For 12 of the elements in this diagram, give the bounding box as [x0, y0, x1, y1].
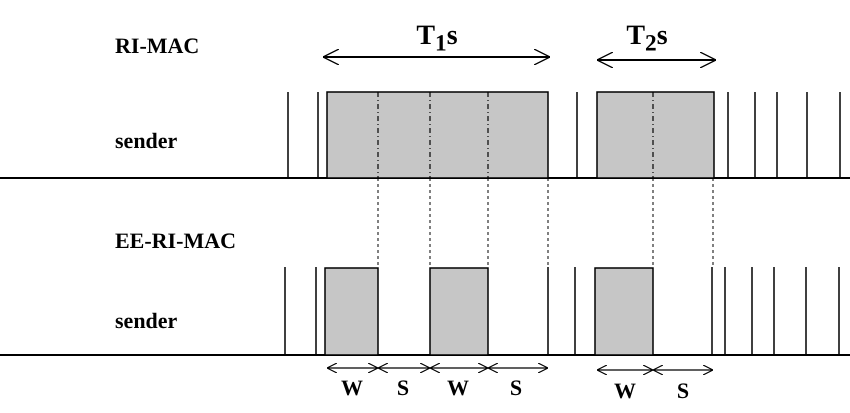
row-label: sender: [115, 310, 178, 332]
interval-label: W: [614, 380, 636, 402]
duration-label: T$_{2}$s: [626, 22, 668, 56]
duration-label: T$_{1}$s: [416, 22, 458, 56]
interval-label: W: [341, 377, 363, 399]
interval-label: S: [396, 377, 410, 399]
row-label: sender: [115, 130, 178, 152]
interval-label: S: [510, 377, 522, 399]
interval-label: S: [676, 380, 690, 402]
interval-label: W: [447, 377, 469, 399]
protocol-label: EE-RI-MAC: [115, 230, 236, 252]
protocol-label: RI-MAC: [115, 35, 200, 57]
